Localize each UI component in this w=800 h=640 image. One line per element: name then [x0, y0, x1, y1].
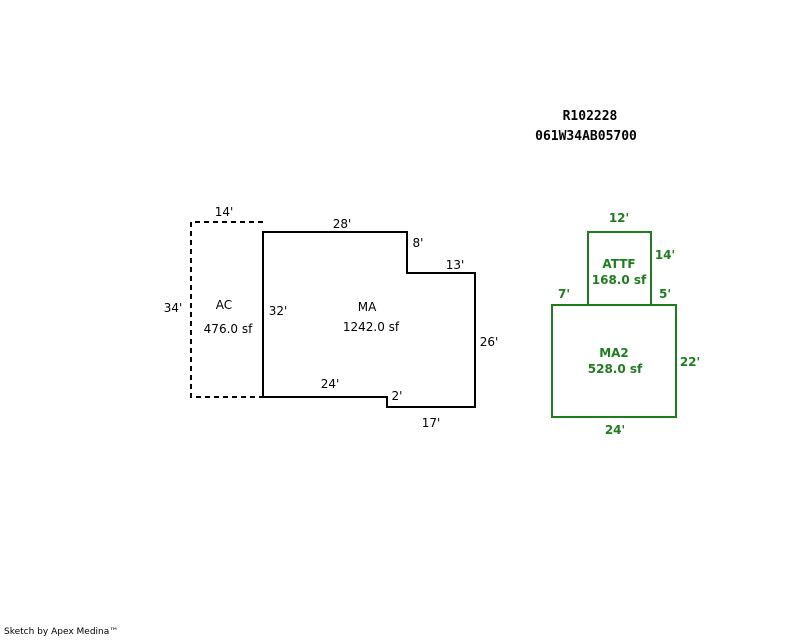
- ma-dim-step: 2': [392, 389, 403, 403]
- ma-code: MA: [358, 300, 377, 314]
- ma-outline: [262, 231, 476, 408]
- ma2-code: MA2: [599, 346, 629, 360]
- ac-code: AC: [216, 298, 232, 312]
- attf-dim-right: 14': [655, 248, 675, 262]
- attf-dim-left-offset: 7': [558, 287, 570, 301]
- ma-dim-bottom-right: 17': [422, 416, 441, 430]
- ma-area: 1242.0 sf: [343, 320, 400, 334]
- ma-dim-top: 28': [333, 217, 352, 231]
- attf-dim-right-offset: 5': [659, 287, 671, 301]
- sketch-credit: Sketch by Apex Medina™: [4, 627, 119, 637]
- attf-dim-top: 12': [609, 211, 629, 225]
- map-number: 061W34AB05700: [535, 129, 637, 144]
- ac-area: 476.0 sf: [204, 322, 253, 336]
- ma2-area: 528.0 sf: [588, 362, 643, 376]
- ac-dim-left: 34': [164, 301, 183, 315]
- parcel-id: R102228: [563, 109, 618, 124]
- ac-outline: [190, 221, 263, 398]
- ma-dim-left: 32': [269, 304, 288, 318]
- ac-dim-top: 14': [215, 205, 234, 219]
- ma2-dim-bottom: 24': [605, 423, 625, 437]
- ma-dim-notch-down: 8': [413, 236, 424, 250]
- attf-code: ATTF: [602, 257, 635, 271]
- attf-area: 168.0 sf: [592, 273, 647, 287]
- ma2-dim-right: 22': [680, 355, 700, 369]
- ma-dim-bottom-left: 24': [321, 377, 340, 391]
- ma-dim-right: 26': [480, 335, 499, 349]
- ma2-outline: [551, 304, 677, 418]
- ma-dim-notch-right: 13': [446, 258, 465, 272]
